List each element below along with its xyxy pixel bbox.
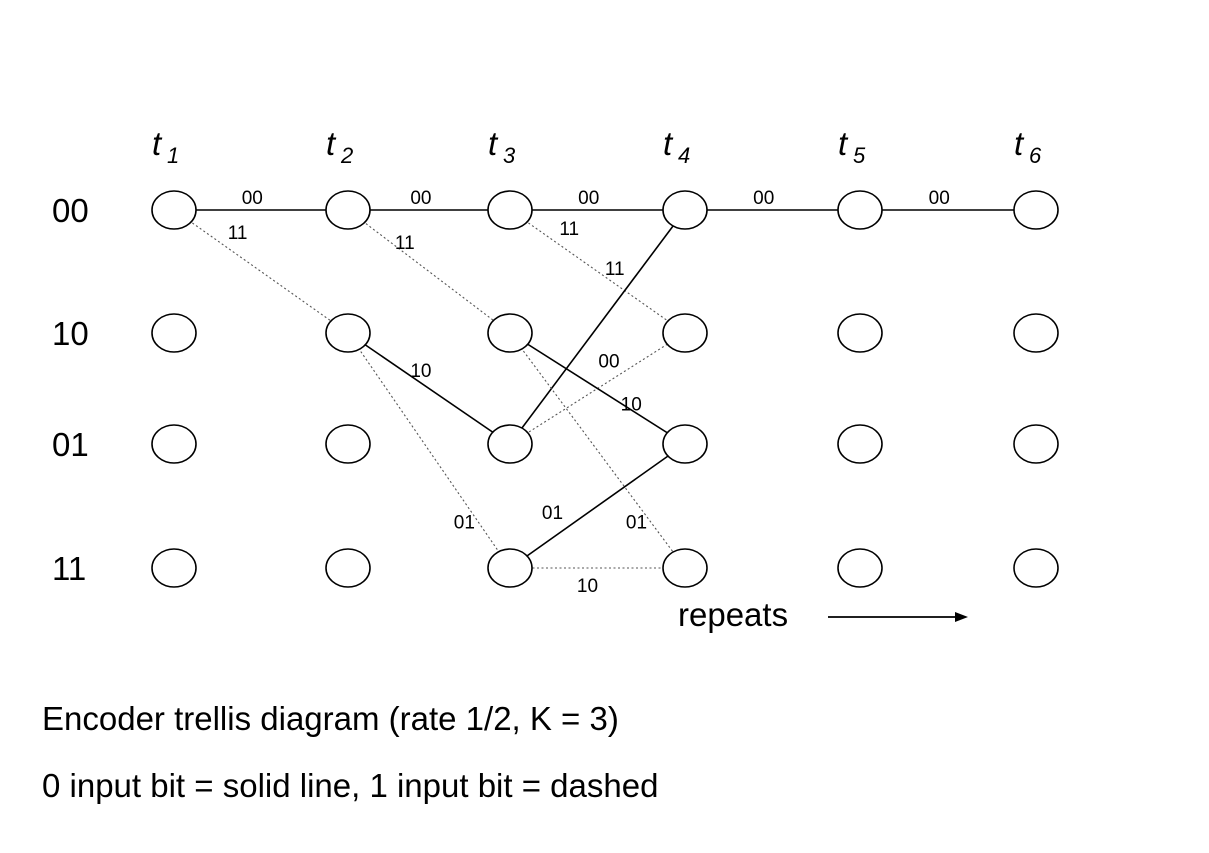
caption-title: Encoder trellis diagram (rate 1/2, K = 3… xyxy=(42,700,619,737)
time-label-subscript: 2 xyxy=(340,143,353,168)
state-node-t3-00 xyxy=(487,190,533,230)
edge-output-label: 00 xyxy=(753,188,774,209)
edge-output-label: 00 xyxy=(929,188,950,209)
edge-output-label: 10 xyxy=(577,576,598,597)
repeats-label: repeats xyxy=(678,596,788,633)
state-node-t5-10 xyxy=(837,313,883,353)
state-node-t3-10 xyxy=(487,313,533,353)
state-node-t6-11 xyxy=(1013,548,1059,588)
time-label-base: t xyxy=(152,125,163,162)
state-node-t6-00 xyxy=(1013,190,1059,230)
state-node-t2-10 xyxy=(325,313,371,353)
state-node-t1-10 xyxy=(151,313,197,353)
edge-output-label: 01 xyxy=(542,503,563,524)
time-label-subscript: 5 xyxy=(853,143,866,168)
edge-output-label: 10 xyxy=(410,361,431,382)
edge-2-00-to-10 xyxy=(509,209,686,334)
state-node-t1-00 xyxy=(151,190,197,230)
time-label-subscript: 1 xyxy=(167,143,179,168)
state-node-t6-01 xyxy=(1013,424,1059,464)
time-label-subscript: 6 xyxy=(1029,143,1042,168)
state-node-t3-01 xyxy=(487,424,533,464)
state-label-01: 01 xyxy=(52,426,89,463)
edge-output-label: 11 xyxy=(228,223,248,244)
state-node-t1-01 xyxy=(151,424,197,464)
edge-1-00-to-10 xyxy=(347,209,511,334)
edge-output-label: 01 xyxy=(454,512,475,533)
edge-1-10-to-01 xyxy=(347,332,511,445)
time-label-subscript: 4 xyxy=(678,143,690,168)
state-nodes xyxy=(151,190,1059,588)
edge-output-label: 01 xyxy=(626,512,647,533)
edge-2-11-to-01 xyxy=(509,443,686,569)
state-node-t2-01 xyxy=(325,424,371,464)
edge-output-label: 00 xyxy=(410,188,431,209)
state-label-00: 00 xyxy=(52,192,89,229)
time-label-base: t xyxy=(488,125,499,162)
edge-output-labels: 00 11 00 11 10 01 00 11 11 00 10 01 01 10 00 00 xyxy=(228,188,950,597)
edge-2-10-to-01 xyxy=(509,332,686,445)
state-node-t2-00 xyxy=(325,190,371,230)
repeats-arrow-head xyxy=(955,612,968,622)
transition-edges xyxy=(173,209,1036,569)
edge-0-00-to-10 xyxy=(173,209,349,334)
state-node-t4-11 xyxy=(662,548,708,588)
edge-output-label: 00 xyxy=(578,188,599,209)
edge-output-label: 00 xyxy=(598,351,619,372)
time-label-base: t xyxy=(1014,125,1025,162)
edge-output-label: 00 xyxy=(242,188,263,209)
state-label-11: 11 xyxy=(52,550,86,587)
state-node-t2-11 xyxy=(325,548,371,588)
state-label-10: 10 xyxy=(52,315,89,352)
time-label-base: t xyxy=(838,125,849,162)
edge-output-label: 11 xyxy=(395,233,415,254)
state-node-t4-00 xyxy=(662,190,708,230)
state-node-t1-11 xyxy=(151,548,197,588)
state-node-t6-10 xyxy=(1013,313,1059,353)
state-node-t4-10 xyxy=(662,313,708,353)
state-node-t4-01 xyxy=(662,424,708,464)
edge-output-label: 11 xyxy=(559,219,579,240)
edge-output-label: 10 xyxy=(621,394,642,415)
repeats-indicator: repeats xyxy=(678,596,968,633)
time-label-base: t xyxy=(663,125,674,162)
caption-legend: 0 input bit = solid line, 1 input bit = … xyxy=(42,767,659,804)
edge-2-01-to-00 xyxy=(509,209,686,445)
edge-output-label: 11 xyxy=(605,259,625,280)
state-node-t5-11 xyxy=(837,548,883,588)
edge-2-10-to-11 xyxy=(509,332,686,569)
state-node-t5-01 xyxy=(837,424,883,464)
state-labels: 00 10 01 11 xyxy=(52,192,89,587)
state-node-t5-00 xyxy=(837,190,883,230)
state-node-t3-11 xyxy=(487,548,533,588)
time-label-base: t xyxy=(326,125,337,162)
time-label-subscript: 3 xyxy=(503,143,516,168)
